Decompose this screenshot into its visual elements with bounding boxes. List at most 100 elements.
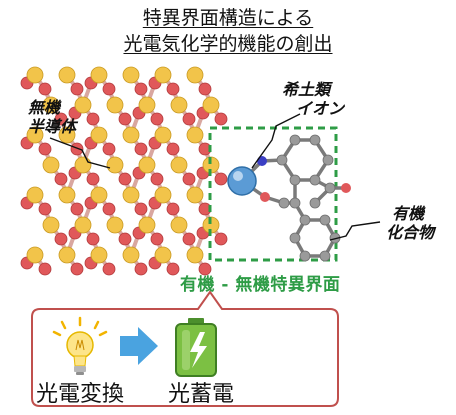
lattice-metal-atom bbox=[154, 186, 172, 204]
lattice-metal-atom bbox=[26, 126, 44, 144]
lattice-metal-atom bbox=[90, 246, 108, 264]
lattice-metal-atom bbox=[90, 126, 108, 144]
lattice-oxygen-atom bbox=[134, 142, 148, 156]
photo-storage-label: 光蓄電 bbox=[168, 382, 235, 407]
lattice-oxygen-atom bbox=[166, 82, 180, 96]
lattice-oxygen-atom bbox=[86, 112, 100, 126]
lattice-oxygen-atom bbox=[102, 82, 116, 96]
lattice-oxygen-atom bbox=[86, 172, 100, 186]
lattice-oxygen-atom bbox=[166, 262, 180, 276]
lattice-oxygen-atom bbox=[70, 142, 84, 156]
lattice-oxygen-atom bbox=[54, 172, 68, 186]
lattice-metal-atom bbox=[186, 246, 204, 264]
lattice-oxygen-atom bbox=[198, 82, 212, 96]
lattice-metal-atom bbox=[106, 96, 124, 114]
leader-line-inorganic bbox=[49, 137, 111, 169]
lattice-oxygen-atom bbox=[118, 112, 132, 126]
organic-molecule bbox=[227, 134, 351, 262]
lattice-metal-atom bbox=[26, 186, 44, 204]
lattice-metal-atom bbox=[42, 216, 60, 234]
label-rare-earth-ion: 希土類 イオン bbox=[282, 80, 345, 118]
lattice-metal-atom bbox=[170, 216, 188, 234]
lattice-oxygen-atom bbox=[182, 232, 196, 246]
lattice-metal-atom bbox=[154, 246, 172, 264]
lattice-metal-atom bbox=[106, 156, 124, 174]
lattice-metal-atom bbox=[138, 216, 156, 234]
lattice-metal-atom bbox=[58, 66, 76, 84]
lattice-metal-atom bbox=[42, 156, 60, 174]
lattice-oxygen-atom bbox=[182, 112, 196, 126]
lattice-oxygen-atom bbox=[198, 262, 212, 276]
lattice-oxygen-atom bbox=[86, 232, 100, 246]
lattice-metal-atom bbox=[42, 96, 60, 114]
rare-earth-ion bbox=[227, 166, 257, 196]
lattice-oxygen-atom bbox=[166, 202, 180, 216]
lattice-oxygen-atom bbox=[70, 262, 84, 276]
oxygen-atom bbox=[341, 183, 351, 193]
lattice-oxygen-atom bbox=[150, 172, 164, 186]
lattice-oxygen-atom bbox=[70, 82, 84, 96]
lattice-oxygen-atom bbox=[102, 262, 116, 276]
lattice-oxygen-atom bbox=[102, 202, 116, 216]
lattice-oxygen-atom bbox=[38, 262, 52, 276]
lattice-oxygen-atom bbox=[54, 232, 68, 246]
interface-label: 有機 - 無機特異界面 bbox=[180, 275, 341, 295]
lattice-oxygen-atom bbox=[150, 232, 164, 246]
lattice-metal-atom bbox=[90, 66, 108, 84]
lattice-metal-atom bbox=[170, 96, 188, 114]
nitrogen-atom bbox=[257, 156, 267, 166]
lattice-metal-atom bbox=[154, 126, 172, 144]
lattice-oxygen-atom bbox=[134, 202, 148, 216]
lattice-oxygen-atom bbox=[214, 172, 228, 186]
lattice-metal-atom bbox=[58, 246, 76, 264]
lattice-metal-atom bbox=[74, 216, 92, 234]
lattice-metal-atom bbox=[74, 96, 92, 114]
lattice-metal-atom bbox=[138, 96, 156, 114]
lattice-metal-atom bbox=[122, 66, 140, 84]
lattice-metal-atom bbox=[74, 156, 92, 174]
lattice-oxygen-atom bbox=[134, 82, 148, 96]
lattice-metal-atom bbox=[26, 66, 44, 84]
lattice-metal-atom bbox=[154, 66, 172, 84]
lattice-oxygen-atom bbox=[182, 172, 196, 186]
oxygen-atom bbox=[260, 192, 270, 202]
lattice-metal-atom bbox=[202, 96, 220, 114]
lattice-oxygen-atom bbox=[134, 262, 148, 276]
lattice-oxygen-atom bbox=[118, 232, 132, 246]
lattice-oxygen-atom bbox=[150, 112, 164, 126]
title-line-2: 光電気化学的機能の創出 bbox=[123, 33, 333, 55]
label-organic-compound: 有機 化合物 bbox=[386, 204, 435, 242]
lattice-metal-atom bbox=[58, 186, 76, 204]
lattice-metal-atom bbox=[26, 246, 44, 264]
lattice-oxygen-atom bbox=[214, 232, 228, 246]
lattice-metal-atom bbox=[186, 186, 204, 204]
lattice-oxygen-atom bbox=[38, 142, 52, 156]
lattice-atoms bbox=[20, 66, 228, 276]
arrow-right-icon bbox=[120, 327, 158, 365]
leader-line-rare-earth bbox=[251, 113, 301, 169]
lattice-metal-atom bbox=[58, 126, 76, 144]
interface-dashed-box bbox=[208, 126, 338, 262]
photoelectric-conversion-label: 光電変換 bbox=[36, 382, 125, 407]
lattice-oxygen-atom bbox=[38, 82, 52, 96]
lattice-oxygen-atom bbox=[70, 202, 84, 216]
lattice-oxygen-atom bbox=[102, 142, 116, 156]
lattice-oxygen-atom bbox=[38, 202, 52, 216]
lattice-metal-atom bbox=[122, 246, 140, 264]
lattice-metal-atom bbox=[170, 156, 188, 174]
leader-line-organic bbox=[329, 221, 381, 241]
lattice-metal-atom bbox=[122, 126, 140, 144]
lattice-metal-atom bbox=[138, 156, 156, 174]
lattice-metal-atom bbox=[186, 66, 204, 84]
lattice-oxygen-atom bbox=[214, 112, 228, 126]
lattice-metal-atom bbox=[106, 216, 124, 234]
label-inorganic-semiconductor: 無機 半導体 bbox=[28, 98, 77, 136]
battery-charging-icon bbox=[175, 318, 217, 377]
lattice-oxygen-atom bbox=[118, 172, 132, 186]
light-bulb-icon bbox=[52, 316, 108, 375]
lattice-oxygen-atom bbox=[166, 142, 180, 156]
lattice-oxygen-atom bbox=[54, 112, 68, 126]
lattice-metal-atom bbox=[186, 126, 204, 144]
